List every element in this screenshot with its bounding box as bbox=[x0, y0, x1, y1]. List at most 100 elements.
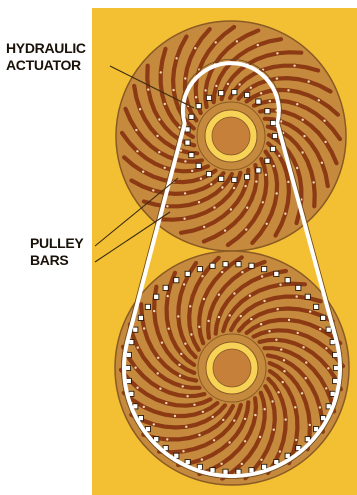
belt-pad bbox=[333, 365, 338, 370]
bar-dot bbox=[198, 434, 200, 436]
bar-dot bbox=[164, 103, 166, 105]
bar-dot bbox=[275, 339, 277, 341]
belt-pad bbox=[189, 153, 194, 158]
bar-dot bbox=[186, 395, 188, 397]
belt-pad bbox=[185, 127, 190, 132]
bar-dot bbox=[271, 400, 273, 402]
bar-dot bbox=[201, 458, 203, 460]
bar-dot bbox=[279, 284, 281, 286]
bar-dot bbox=[277, 391, 279, 393]
bar-dot bbox=[174, 415, 176, 417]
belt-pad bbox=[206, 172, 211, 177]
belt-pad bbox=[272, 133, 277, 138]
belt-pad bbox=[138, 315, 143, 320]
bar-dot bbox=[178, 126, 180, 128]
bar-dot bbox=[164, 167, 166, 169]
pulley-label-line-2: BARS bbox=[30, 252, 83, 269]
belt-pad bbox=[185, 140, 190, 145]
belt-pad bbox=[285, 278, 290, 283]
bar-dot bbox=[180, 353, 182, 355]
bar-dot bbox=[179, 375, 181, 377]
hub-center bbox=[213, 349, 251, 387]
bar-dot bbox=[184, 160, 186, 162]
bar-dot bbox=[180, 149, 182, 151]
bar-dot bbox=[189, 305, 191, 307]
belt-pad bbox=[185, 271, 190, 276]
bar-dot bbox=[296, 295, 298, 297]
bar-dot bbox=[276, 52, 278, 54]
bar-dot bbox=[198, 326, 200, 328]
bar-dot bbox=[200, 178, 202, 180]
belt-pad bbox=[196, 163, 201, 168]
bar-dot bbox=[287, 89, 289, 91]
bar-dot bbox=[143, 327, 145, 329]
bar-dot bbox=[157, 372, 159, 374]
bar-dot bbox=[204, 89, 206, 91]
bar-dot bbox=[280, 348, 282, 350]
belt-pad bbox=[197, 267, 202, 272]
bar-dot bbox=[134, 367, 136, 369]
bar-dot bbox=[198, 201, 200, 203]
bar-dot bbox=[195, 96, 197, 98]
belt-pad bbox=[245, 174, 250, 179]
hub-center bbox=[212, 117, 250, 155]
belt-pad bbox=[270, 146, 275, 151]
bar-dot bbox=[193, 404, 195, 406]
bar-dot bbox=[221, 186, 223, 188]
bar-dot bbox=[202, 411, 204, 413]
bar-dot bbox=[293, 65, 295, 67]
bar-dot bbox=[313, 181, 315, 183]
bar-dot bbox=[201, 275, 203, 277]
belt-pad bbox=[262, 267, 267, 272]
bar-dot bbox=[319, 328, 321, 330]
belt-pad bbox=[163, 285, 168, 290]
bar-dot bbox=[190, 333, 192, 335]
belt-pad bbox=[249, 263, 254, 268]
belt-pad bbox=[245, 92, 250, 97]
bar-dot bbox=[273, 165, 275, 167]
bar-dot bbox=[327, 367, 329, 369]
bar-dot bbox=[218, 316, 220, 318]
bar-dot bbox=[287, 181, 289, 183]
bar-dot bbox=[136, 387, 138, 389]
belt-pad bbox=[189, 114, 194, 119]
bar-dot bbox=[172, 89, 174, 91]
bar-dot bbox=[157, 357, 159, 359]
bar-dot bbox=[269, 100, 271, 102]
bar-dot bbox=[147, 88, 149, 90]
bar-dot bbox=[309, 310, 311, 312]
bar-dot bbox=[191, 170, 193, 172]
bar-dot bbox=[296, 103, 298, 105]
bar-dot bbox=[268, 330, 270, 332]
belt-pad bbox=[219, 91, 224, 96]
bar-dot bbox=[279, 450, 281, 452]
pulley-bars-label: PULLEY BARS bbox=[30, 235, 83, 269]
belt-pad bbox=[232, 90, 237, 95]
bar-dot bbox=[302, 119, 304, 121]
bar-dot bbox=[264, 408, 266, 410]
top-pulley-disc bbox=[116, 21, 346, 251]
bar-dot bbox=[158, 151, 160, 153]
belt-pad bbox=[326, 327, 331, 332]
bar-dot bbox=[324, 141, 326, 143]
bar-dot bbox=[218, 294, 220, 296]
bar-dot bbox=[250, 87, 252, 89]
bottom-pulley-disc bbox=[115, 251, 349, 485]
belt-pad bbox=[265, 158, 270, 163]
bar-dot bbox=[263, 300, 265, 302]
bar-dot bbox=[135, 129, 137, 131]
bar-dot bbox=[224, 229, 226, 231]
bar-dot bbox=[285, 418, 287, 420]
bar-dot bbox=[137, 346, 139, 348]
bar-dot bbox=[244, 440, 246, 442]
bar-dot bbox=[230, 208, 232, 210]
bar-dot bbox=[212, 416, 214, 418]
bar-dot bbox=[297, 332, 299, 334]
pulley-label-line-1: PULLEY bbox=[30, 235, 83, 252]
bar-dot bbox=[210, 183, 212, 185]
bar-dot bbox=[249, 295, 251, 297]
belt-pad bbox=[305, 294, 310, 299]
bar-dot bbox=[136, 150, 138, 152]
belt-pad bbox=[133, 327, 138, 332]
bar-dot bbox=[262, 201, 264, 203]
